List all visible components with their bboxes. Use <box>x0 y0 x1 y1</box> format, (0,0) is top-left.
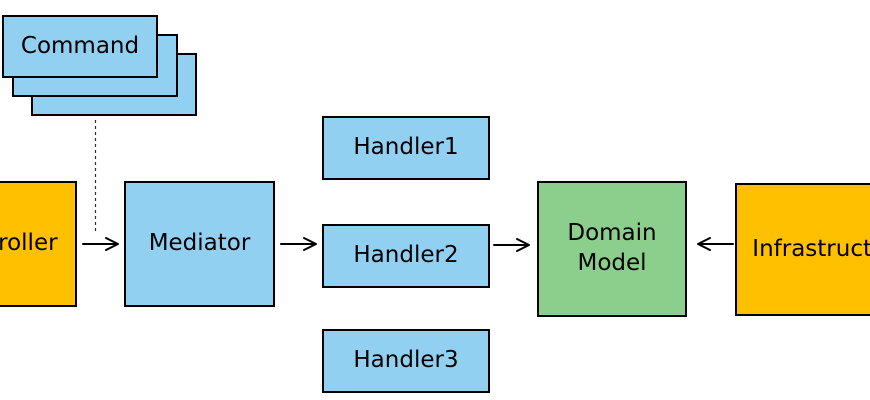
node-handler3: Handler3 <box>322 329 490 393</box>
node-handler1: Handler1 <box>322 116 490 180</box>
arrow-mediator-to-handler2 <box>280 237 317 251</box>
node-mediator: Mediator <box>124 181 275 307</box>
arrow-infrastructure-to-domain-model <box>697 237 734 251</box>
arrow-handler2-to-domain-model <box>493 238 530 252</box>
node-command: Command <box>2 15 158 78</box>
node-handler3-label: Handler3 <box>353 347 459 374</box>
node-command-label: Command <box>20 32 140 59</box>
arrow-controller-to-mediator <box>82 237 119 251</box>
node-handler1-label: Handler1 <box>353 134 459 161</box>
node-domain-model-label: Domain Model <box>567 220 657 276</box>
node-controller: Controller <box>0 181 77 307</box>
node-domain-model: Domain Model <box>537 181 687 317</box>
node-mediator-label: Mediator <box>148 230 251 257</box>
node-infrastructure: Infrastructure <box>735 183 870 316</box>
node-handler2-label: Handler2 <box>353 242 459 269</box>
node-controller-label: Controller <box>0 230 58 257</box>
node-handler2: Handler2 <box>322 224 490 288</box>
node-infrastructure-label: Infrastructure <box>752 235 870 262</box>
